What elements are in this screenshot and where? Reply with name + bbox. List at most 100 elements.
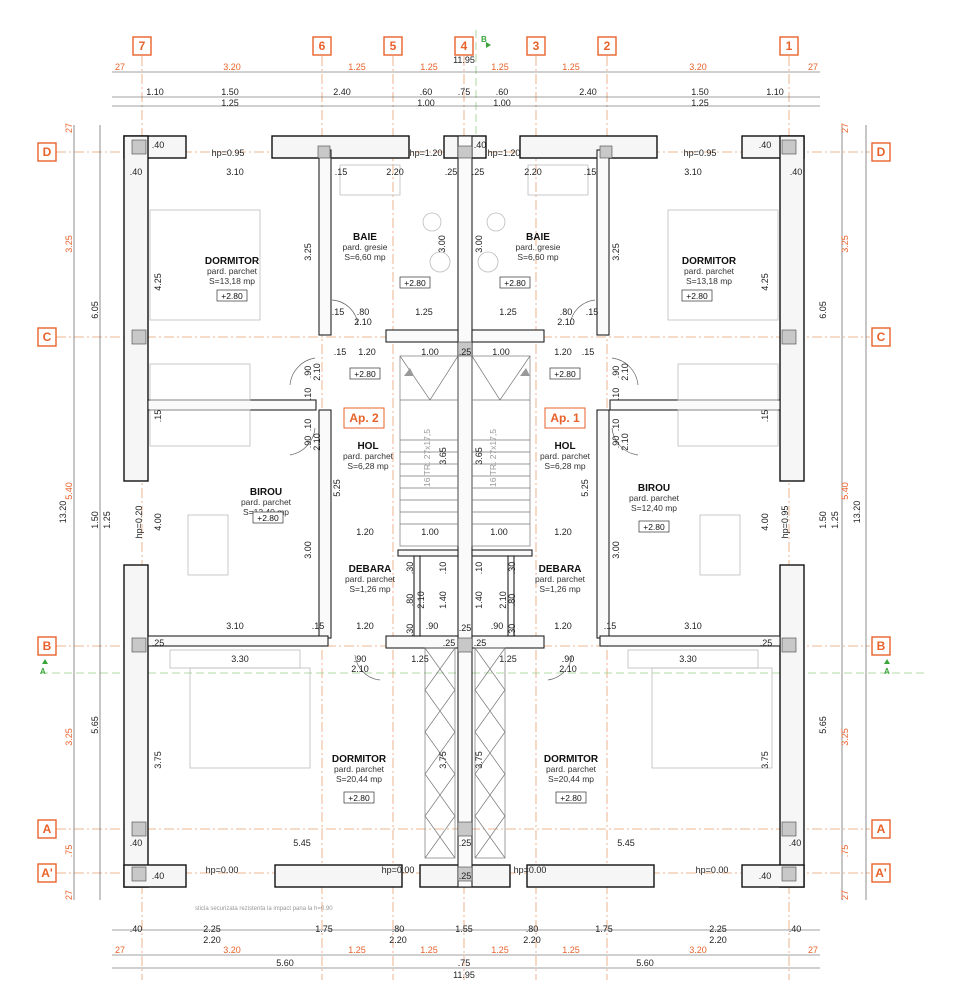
svg-text:3.65: 3.65 bbox=[474, 447, 484, 465]
svg-text:1.75: 1.75 bbox=[595, 924, 613, 934]
svg-text:1.25: 1.25 bbox=[499, 307, 517, 317]
svg-text:4.00: 4.00 bbox=[153, 513, 163, 531]
svg-text:.90: .90 bbox=[303, 366, 313, 379]
svg-text:3.00: 3.00 bbox=[303, 541, 313, 559]
svg-text:3.25: 3.25 bbox=[303, 243, 313, 261]
svg-text:2.10: 2.10 bbox=[312, 363, 322, 381]
svg-text:2.20: 2.20 bbox=[203, 935, 221, 945]
svg-text:+2.80: +2.80 bbox=[348, 793, 370, 803]
svg-text:BAIE: BAIE bbox=[353, 232, 377, 243]
svg-text:1.00: 1.00 bbox=[492, 347, 510, 357]
svg-text:4.25: 4.25 bbox=[760, 273, 770, 291]
svg-text:.30: .30 bbox=[405, 624, 415, 637]
svg-text:hp=0.95: hp=0.95 bbox=[780, 506, 790, 539]
axis-a-prime-left: A' bbox=[41, 866, 53, 880]
svg-text:5.25: 5.25 bbox=[580, 479, 590, 497]
svg-text:3.75: 3.75 bbox=[153, 751, 163, 769]
svg-text:1.40: 1.40 bbox=[438, 591, 448, 609]
svg-text:1.25: 1.25 bbox=[415, 307, 433, 317]
svg-text:pard. gresie: pard. gresie bbox=[343, 242, 388, 252]
svg-text:27: 27 bbox=[840, 890, 850, 900]
axis-3: 3 bbox=[533, 39, 540, 53]
svg-text:.90: .90 bbox=[303, 436, 313, 449]
svg-text:1.25: 1.25 bbox=[491, 945, 509, 955]
svg-text:hp=0.00: hp=0.00 bbox=[514, 865, 547, 875]
apartment-labels: Ap. 2 Ap. 1 bbox=[343, 407, 586, 429]
svg-text:5.65: 5.65 bbox=[818, 716, 828, 734]
svg-text:.15: .15 bbox=[584, 167, 597, 177]
dim-side-total-left: 13.20 bbox=[58, 501, 68, 524]
svg-text:5.45: 5.45 bbox=[617, 838, 635, 848]
svg-text:.40: .40 bbox=[789, 838, 802, 848]
axis-d-right: D bbox=[877, 145, 886, 159]
svg-text:1.00: 1.00 bbox=[421, 347, 439, 357]
svg-text:27: 27 bbox=[115, 62, 125, 72]
svg-text:S=6,28 mp: S=6,28 mp bbox=[544, 461, 586, 471]
room-dormitor-bottom-right: DORMITOR pard. parchet S=20,44 mp +2.80 bbox=[544, 754, 599, 804]
svg-text:.25: .25 bbox=[459, 623, 472, 633]
svg-text:DORMITOR: DORMITOR bbox=[544, 754, 599, 765]
axis-a-left: A bbox=[43, 822, 52, 836]
dimensions-bottom: .40 2.25 1.75 .80 1.55 .80 1.75 2.25 .40… bbox=[112, 924, 820, 980]
room-hol-right: +2.80 HOL pard. parchet S=6,28 mp bbox=[540, 367, 591, 471]
svg-text:.25: .25 bbox=[443, 638, 456, 648]
axis-5: 5 bbox=[390, 39, 397, 53]
svg-text:.15: .15 bbox=[604, 621, 617, 631]
svg-text:5.40: 5.40 bbox=[64, 482, 74, 500]
svg-text:2.10: 2.10 bbox=[620, 363, 630, 381]
svg-text:.90: .90 bbox=[491, 621, 504, 631]
dim-top-total: 11.95 bbox=[453, 55, 475, 65]
svg-text:6.05: 6.05 bbox=[818, 301, 828, 319]
svg-text:.15: .15 bbox=[335, 167, 348, 177]
room-debara-right: DEBARA pard. parchet S=1,26 mp bbox=[535, 564, 586, 594]
svg-text:1.25: 1.25 bbox=[102, 511, 112, 529]
svg-text:hp=0.00: hp=0.00 bbox=[382, 865, 415, 875]
exterior-walls bbox=[123, 135, 805, 888]
svg-text:1.10: 1.10 bbox=[766, 87, 784, 97]
section-mark-top: B bbox=[481, 35, 487, 44]
svg-text:3.75: 3.75 bbox=[474, 751, 484, 769]
axis-bubbles-side: D D C C B B A A A' A' A A bbox=[37, 142, 891, 883]
svg-text:2.10: 2.10 bbox=[557, 317, 575, 327]
svg-text:3.25: 3.25 bbox=[840, 235, 850, 253]
svg-text:hp=0.20: hp=0.20 bbox=[134, 506, 144, 539]
svg-text:1.50: 1.50 bbox=[818, 511, 828, 529]
axis-c-left: C bbox=[43, 330, 52, 344]
svg-text:1.50: 1.50 bbox=[90, 511, 100, 529]
svg-text:.30: .30 bbox=[405, 562, 415, 575]
svg-text:3.20: 3.20 bbox=[223, 62, 241, 72]
svg-text:.80: .80 bbox=[405, 594, 415, 607]
axis-2: 2 bbox=[604, 39, 611, 53]
svg-text:.15: .15 bbox=[334, 347, 347, 357]
svg-text:1.25: 1.25 bbox=[420, 62, 438, 72]
axis-b-right: B bbox=[877, 639, 886, 653]
svg-text:1.20: 1.20 bbox=[356, 527, 374, 537]
svg-text:.30: .30 bbox=[507, 624, 517, 637]
svg-text:.60: .60 bbox=[420, 87, 433, 97]
stair-label-right: 16 TR. 27x17,5 bbox=[488, 429, 498, 487]
svg-text:S=13,18 mp: S=13,18 mp bbox=[686, 276, 732, 286]
svg-text:3.30: 3.30 bbox=[231, 654, 249, 664]
svg-text:27: 27 bbox=[808, 62, 818, 72]
axis-a-right: A bbox=[877, 822, 886, 836]
svg-text:3.30: 3.30 bbox=[679, 654, 697, 664]
svg-text:27: 27 bbox=[840, 123, 850, 133]
svg-text:5.25: 5.25 bbox=[332, 479, 342, 497]
svg-text:5.60: 5.60 bbox=[636, 958, 654, 968]
svg-text:2.40: 2.40 bbox=[333, 87, 351, 97]
dim-bottom-total: 11.95 bbox=[453, 970, 475, 980]
svg-text:S=6,60 mp: S=6,60 mp bbox=[344, 252, 386, 262]
svg-text:1.25: 1.25 bbox=[420, 945, 438, 955]
svg-text:27: 27 bbox=[64, 123, 74, 133]
svg-text:.75: .75 bbox=[458, 87, 471, 97]
svg-text:2.40: 2.40 bbox=[579, 87, 597, 97]
svg-text:3.25: 3.25 bbox=[64, 235, 74, 253]
svg-text:1.20: 1.20 bbox=[554, 621, 572, 631]
svg-text:.10: .10 bbox=[303, 419, 313, 432]
svg-text:+2.80: +2.80 bbox=[686, 291, 708, 301]
room-baie-right: BAIE pard. gresie S=6,60 mp +2.80 bbox=[499, 232, 561, 289]
svg-text:pard. parchet: pard. parchet bbox=[241, 497, 292, 507]
svg-text:.15: .15 bbox=[582, 347, 595, 357]
room-birou-left: BIROU pard. parchet S=12,40 mp +2.80 bbox=[241, 487, 292, 524]
svg-text:.25: .25 bbox=[459, 347, 472, 357]
